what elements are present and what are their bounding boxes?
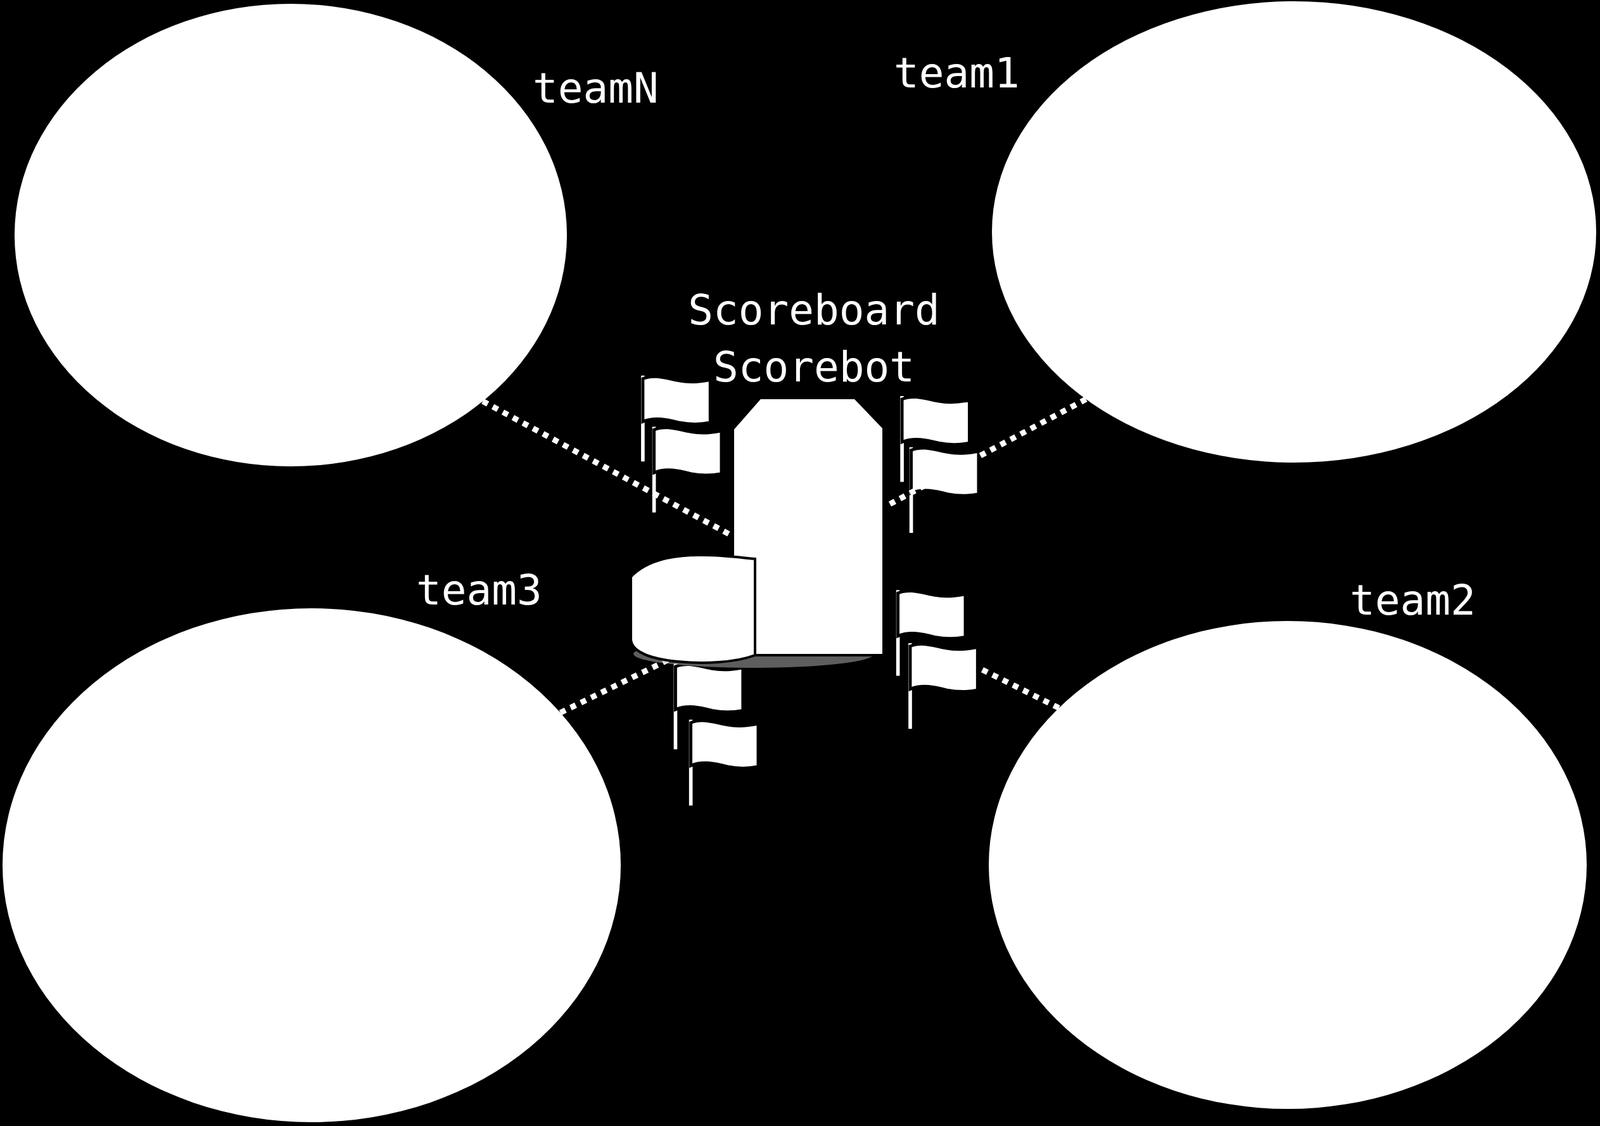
team-network: teamN bbox=[13, 2, 569, 468]
team-network: team3 bbox=[1, 606, 623, 1124]
dotted-link bbox=[979, 668, 1060, 708]
team-label: team1 bbox=[893, 50, 1020, 97]
server-label: Scorebot bbox=[627, 344, 1001, 391]
scoreboard-server: ScoreboardScorebot bbox=[627, 285, 1001, 666]
server-icon bbox=[627, 285, 1001, 666]
dotted-link bbox=[482, 400, 731, 535]
team-label: teamN bbox=[532, 65, 659, 113]
dotted-link bbox=[888, 399, 1087, 505]
server-label: Scoreboard bbox=[627, 287, 1001, 334]
team-ellipse bbox=[990, 0, 1598, 464]
team-label: team3 bbox=[416, 567, 543, 614]
team-label: team2 bbox=[1349, 577, 1476, 624]
team-ellipse bbox=[1, 606, 623, 1124]
team-ellipse bbox=[987, 619, 1588, 1110]
team-ellipse bbox=[13, 2, 569, 468]
team-network: team2 bbox=[987, 619, 1588, 1110]
team-network: team1 bbox=[990, 0, 1598, 464]
